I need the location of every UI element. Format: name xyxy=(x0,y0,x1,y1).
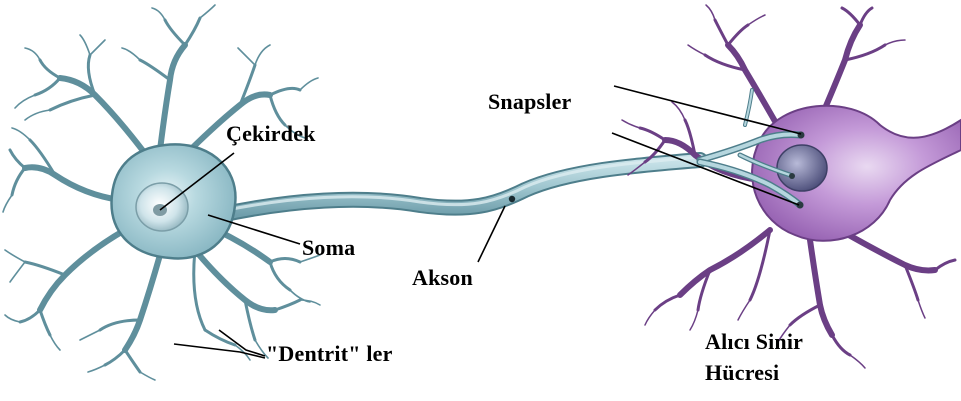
label-axon: Akson xyxy=(412,266,473,289)
label-nucleus: Çekirdek xyxy=(226,122,316,145)
label-dendrites: "Dentrit" ler xyxy=(266,342,393,365)
nucleus xyxy=(136,183,188,231)
axon xyxy=(220,157,700,215)
label-receiver-line2: Hücresi xyxy=(705,361,803,384)
label-synapses: Snapsler xyxy=(488,90,572,113)
axon-node-marker xyxy=(509,196,515,202)
label-receiver-line1: Alıcı Sinir xyxy=(705,330,803,353)
label-receiver-cell: Alıcı Sinir Hücresi xyxy=(705,330,803,384)
label-soma: Soma xyxy=(302,236,355,259)
pointer-line-axon xyxy=(478,206,505,262)
pointer-line-synapse-top xyxy=(614,86,801,134)
receiver-nucleus xyxy=(777,145,827,191)
